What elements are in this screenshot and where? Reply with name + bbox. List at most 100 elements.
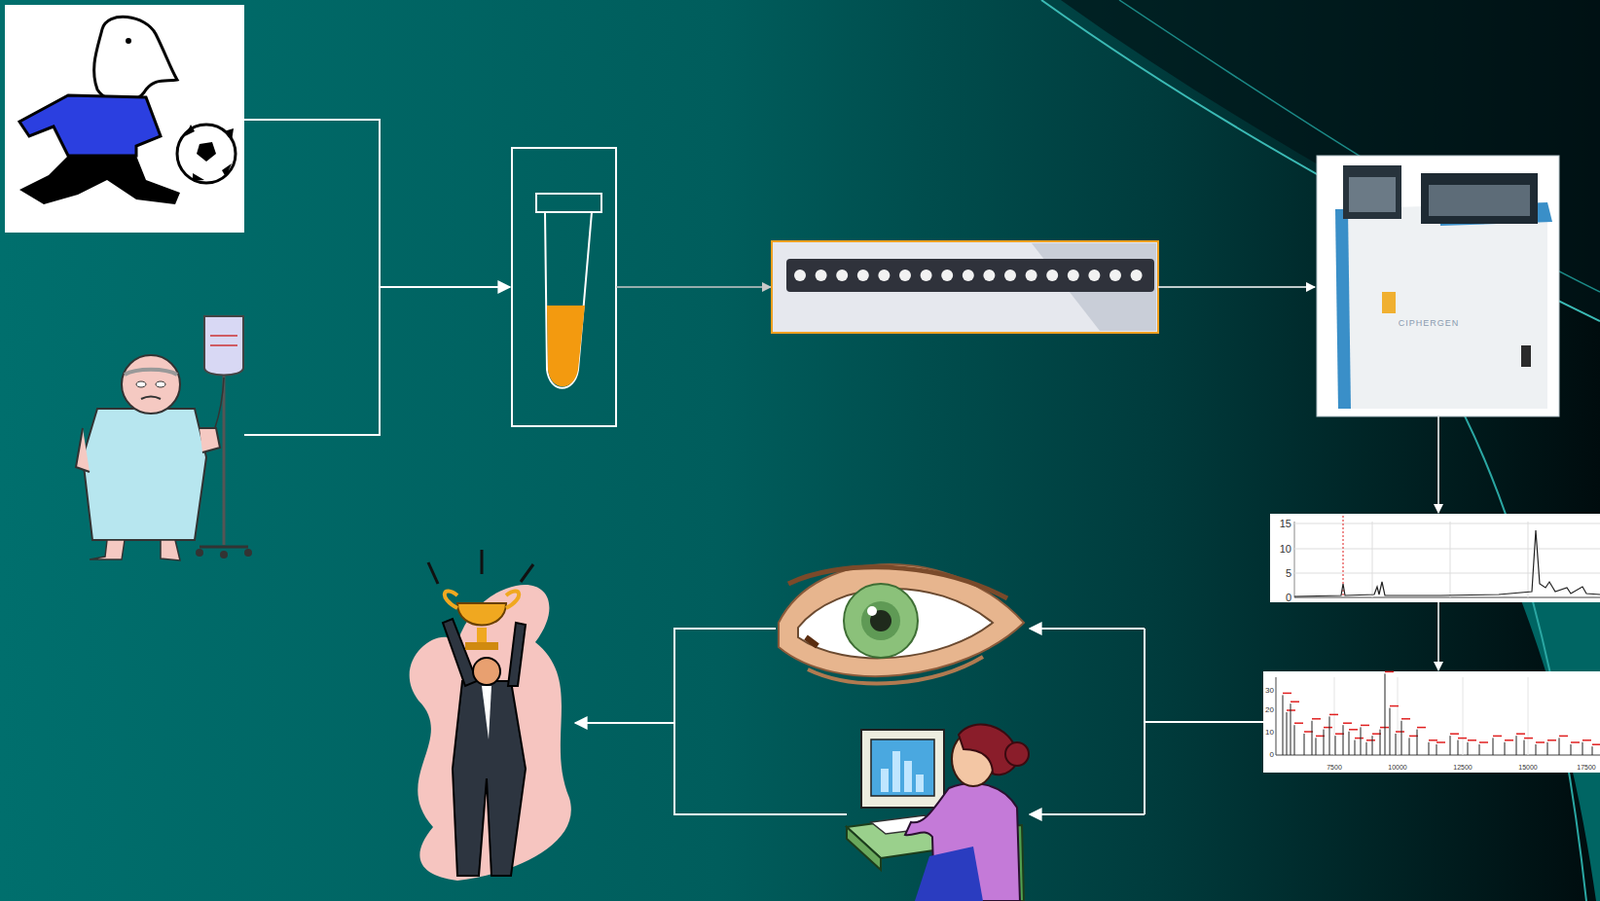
- chip-spot: [877, 269, 890, 282]
- axis-number: 30: [1263, 687, 1274, 695]
- peak-tag: [1360, 725, 1370, 728]
- peak-line: [1436, 744, 1438, 756]
- spectrum-plot: [1270, 513, 1600, 603]
- analyst-picture: [914, 846, 983, 901]
- peak-tag: [1389, 705, 1399, 708]
- mass-spectrometer: [1428, 184, 1530, 217]
- mass-spectrometer: [1381, 291, 1396, 314]
- patient-picture: [219, 550, 228, 559]
- peak-line: [1516, 735, 1518, 756]
- athlete-picture: [4, 4, 245, 233]
- peak-line: [1348, 731, 1350, 756]
- athlete-picture: [177, 124, 236, 183]
- patient-picture: [75, 428, 90, 473]
- peak-list-plot: [1282, 671, 1600, 756]
- sample-tube: [545, 212, 592, 389]
- peak-line: [1401, 721, 1403, 756]
- axis-number: 0: [1270, 592, 1292, 604]
- chip-spot: [941, 269, 953, 282]
- patient-picture: [195, 548, 204, 557]
- axis-number: 5: [1270, 568, 1292, 580]
- mass-spectrometer: [1348, 177, 1396, 213]
- peak-tag: [1592, 743, 1600, 746]
- protein-chip: [794, 269, 1143, 282]
- patient-picture: [244, 548, 253, 557]
- analyst-picture: [1005, 742, 1029, 766]
- winner-picture: [409, 549, 572, 881]
- peak-line: [1428, 742, 1430, 756]
- axis-number: 15000: [1516, 763, 1540, 771]
- patient-picture: [136, 381, 146, 388]
- peak-line: [1535, 744, 1537, 756]
- athlete-picture: [19, 155, 181, 205]
- sample-tube: [546, 305, 585, 387]
- split-bracket: [1029, 628, 1264, 815]
- spectrum-plot: [1294, 597, 1600, 599]
- flow-arrow: [1437, 602, 1440, 671]
- peak-line: [1409, 737, 1411, 756]
- peak-line: [1380, 729, 1382, 756]
- peak-tag: [1524, 737, 1533, 740]
- peak-line: [1366, 742, 1368, 756]
- patient-picture: [210, 344, 238, 347]
- peak-tag: [1348, 728, 1358, 731]
- spectrum-plot: [1294, 530, 1600, 597]
- spectrum-plot: [1270, 513, 1600, 603]
- merge-bracket: [244, 119, 380, 436]
- peak-tag: [1428, 739, 1438, 742]
- axis-number: 10: [1263, 728, 1274, 737]
- eye-picture: [788, 567, 1008, 599]
- analyst-picture: [846, 827, 881, 871]
- patient-picture: [124, 369, 178, 375]
- axis-number: 15: [1270, 518, 1292, 530]
- spectrum-plot: [1294, 523, 1600, 525]
- peak-list-plot: [1334, 677, 1528, 756]
- analyst-picture: [846, 725, 1029, 901]
- winner-picture: [442, 618, 526, 687]
- chip-spot: [1109, 269, 1122, 282]
- peak-line: [1389, 708, 1391, 756]
- winner-picture: [472, 657, 501, 686]
- peak-tag: [1290, 700, 1300, 703]
- peak-tag: [1311, 718, 1321, 721]
- spectrum-box: 151050: [1270, 513, 1600, 603]
- peak-tag: [1582, 739, 1592, 742]
- peak-tag: [1457, 737, 1467, 740]
- peak-line: [1282, 694, 1284, 756]
- athlete-picture: [196, 142, 217, 162]
- peak-line: [1524, 740, 1526, 756]
- peak-line: [1467, 742, 1469, 756]
- peak-list-plot: [1263, 671, 1600, 773]
- winner-picture: [444, 591, 519, 609]
- peak-line: [1547, 742, 1549, 756]
- patient-picture: [89, 540, 181, 561]
- peak-tag: [1329, 714, 1339, 717]
- flow-arrow: [1158, 286, 1315, 289]
- winner-picture: [452, 681, 526, 876]
- background: [1440, 369, 1587, 901]
- protein-chip: [786, 258, 1155, 292]
- merge-bracket: [244, 119, 510, 436]
- patient-picture: [199, 545, 249, 549]
- chip-spot: [836, 269, 848, 282]
- winner-picture: [457, 603, 507, 626]
- peak-line: [1286, 712, 1288, 756]
- peak-tag: [1282, 692, 1292, 695]
- spectrum-plot: [1294, 548, 1600, 550]
- split-bracket: [1029, 627, 1145, 630]
- winner-picture: [428, 549, 534, 584]
- sample-tube: [536, 193, 602, 213]
- chip-spot: [1088, 269, 1100, 282]
- peak-line: [1294, 725, 1296, 756]
- split-bracket: [1029, 813, 1145, 816]
- eye-picture: [778, 564, 1024, 677]
- eye-picture: [861, 601, 901, 641]
- peak-line: [1384, 673, 1386, 756]
- chip-spot: [1046, 269, 1058, 282]
- merge-bracket: [379, 286, 510, 289]
- patient-picture: [121, 355, 181, 414]
- athlete-picture: [125, 37, 132, 44]
- split-bracket: [1143, 628, 1146, 815]
